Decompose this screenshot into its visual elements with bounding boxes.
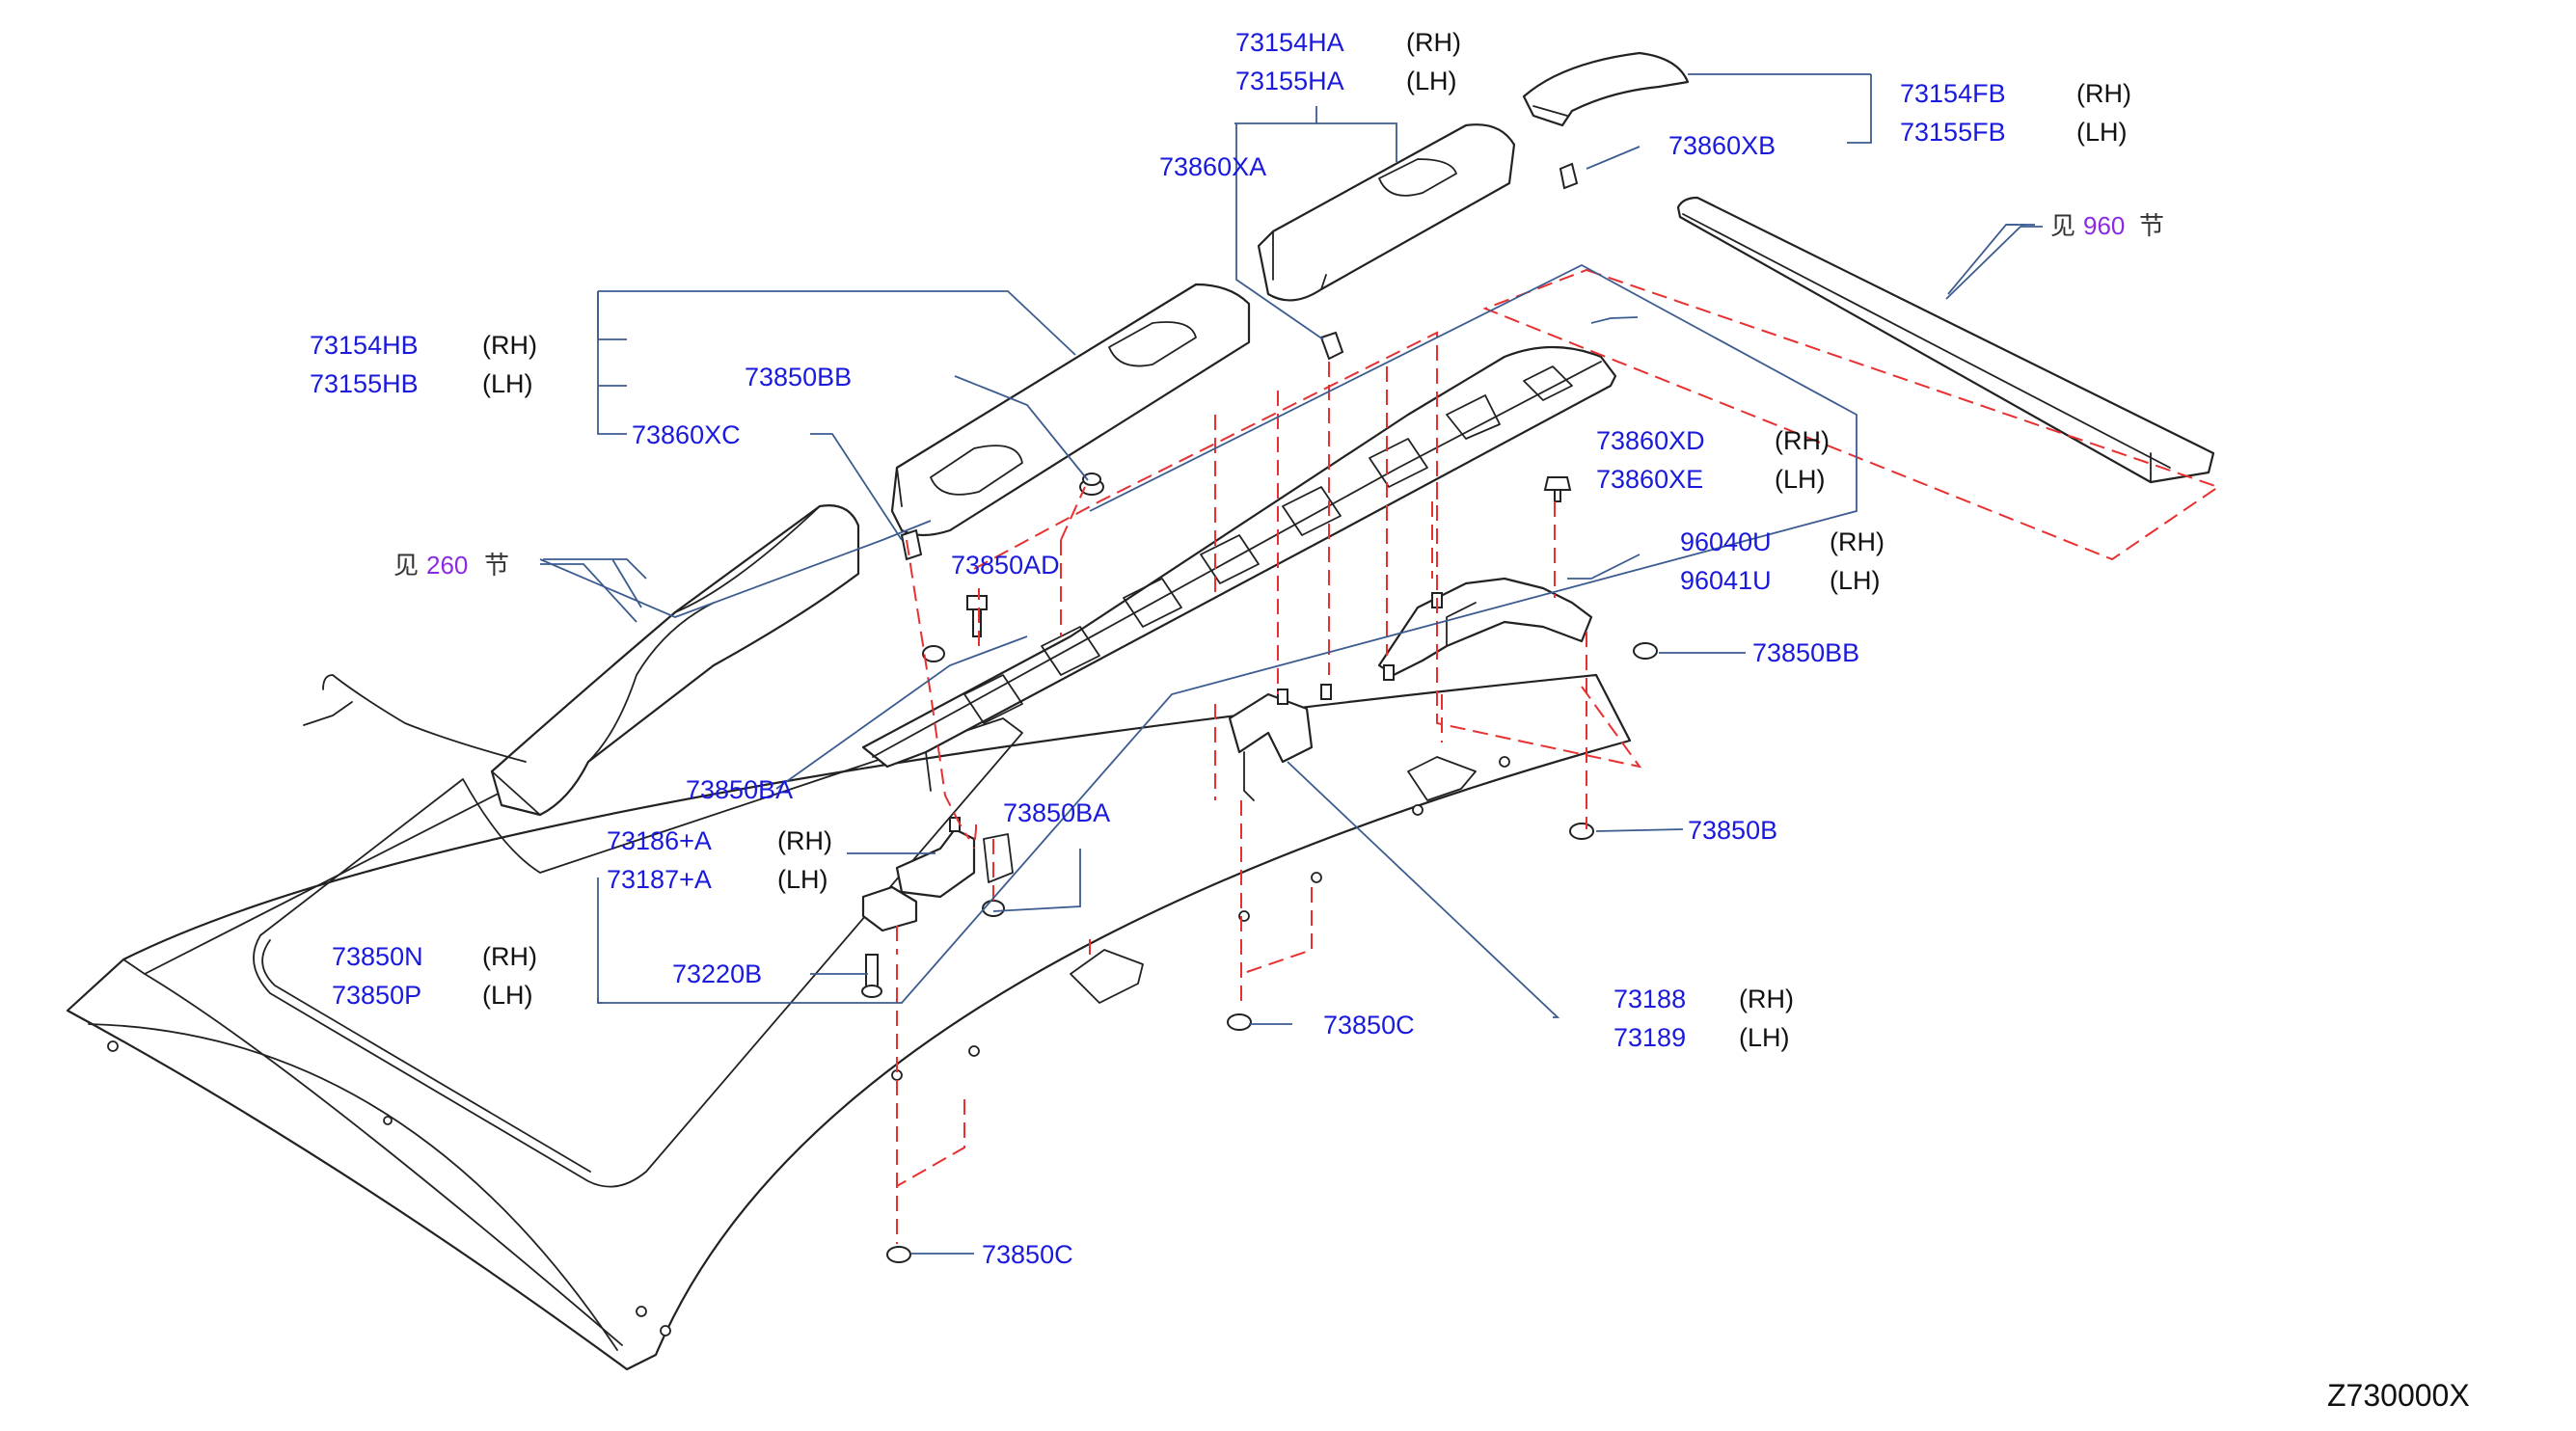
side-indicator: (LH) <box>1739 1023 1790 1052</box>
callout-73850n[interactable]: 73850N (RH) <box>332 942 537 971</box>
callout-73220b[interactable]: 73220B <box>672 959 762 988</box>
side-indicator: (LH) <box>777 865 828 894</box>
callout-73186a[interactable]: 73186+A (RH) <box>607 826 832 855</box>
part-number[interactable]: 73154FB <box>1900 79 2006 108</box>
see-260-leader <box>540 563 637 623</box>
section-number[interactable]: 960 <box>2083 211 2125 240</box>
part-number[interactable]: 73189 <box>1613 1023 1686 1052</box>
part-number[interactable]: 73186+A <box>607 826 712 855</box>
part-number[interactable]: 73850BA <box>1003 798 1110 827</box>
callout-73850bb-right[interactable]: 73850BB <box>1752 638 1859 667</box>
side-indicator: (RH) <box>1775 426 1830 455</box>
part-number[interactable]: 73850P <box>332 981 421 1010</box>
roof-rail-base <box>861 345 1617 792</box>
callout-73860xc[interactable]: 73860XC <box>632 420 741 449</box>
roof-panel <box>66 673 1632 1371</box>
side-indicator: (RH) <box>777 826 832 855</box>
part-number[interactable]: 73860XE <box>1596 465 1703 494</box>
callout-73155fb[interactable]: 73155FB (LH) <box>1900 118 2128 147</box>
callout-73860xa[interactable]: 73860XA <box>1159 152 1266 181</box>
bracket-96040u <box>1377 577 1593 681</box>
see-prefix: 见 <box>2050 212 2075 241</box>
callout-73189[interactable]: 73189 (LH) <box>1613 1023 1790 1052</box>
part-number[interactable]: 73220B <box>672 959 762 988</box>
side-indicator: (LH) <box>482 369 533 398</box>
cover-73154hb <box>890 283 1251 537</box>
bracket-73186 <box>895 817 1014 899</box>
callout-73188[interactable]: 73188 (RH) <box>1613 985 1794 1013</box>
side-indicator: (LH) <box>482 981 533 1010</box>
part-number[interactable]: 73188 <box>1613 985 1686 1013</box>
bracket-73220b <box>861 885 918 932</box>
see-section-260[interactable]: 见 260 节 <box>393 551 509 580</box>
part-number[interactable]: 73850BB <box>745 363 852 392</box>
cover-73154ha <box>1257 123 1516 302</box>
part-number[interactable]: 73850C <box>1323 1011 1415 1040</box>
see-suffix: 节 <box>2139 212 2164 241</box>
end-cap-73154fb <box>1522 51 1690 127</box>
callout-96040u[interactable]: 96040U (RH) <box>1680 527 1885 556</box>
side-indicator: (RH) <box>482 331 537 360</box>
part-number[interactable]: 73850N <box>332 942 423 971</box>
part-number[interactable]: 73155HB <box>310 369 419 398</box>
part-number[interactable]: 96041U <box>1680 566 1772 595</box>
see-section-960[interactable]: 见 960 节 <box>2050 211 2164 241</box>
callout-73850ad[interactable]: 73850AD <box>951 551 1060 580</box>
callout-73850p[interactable]: 73850P (LH) <box>332 981 533 1010</box>
callout-96041u[interactable]: 96041U (LH) <box>1680 566 1881 595</box>
callout-73860xd[interactable]: 73860XD (RH) <box>1596 426 1830 455</box>
side-indicator: (RH) <box>1830 527 1885 556</box>
part-number[interactable]: 73155HA <box>1235 67 1344 95</box>
leader-lines <box>539 73 2035 1255</box>
part-number[interactable]: 96040U <box>1680 527 1772 556</box>
roof-molding <box>1676 196 2215 484</box>
callout-73860xb[interactable]: 73860XB <box>1668 131 1776 160</box>
see-prefix: 见 <box>393 552 419 580</box>
callout-73850bb-top[interactable]: 73850BB <box>745 363 852 392</box>
callout-73850c-bottom[interactable]: 73850C <box>982 1240 1073 1269</box>
callout-73154ha[interactable]: 73154HA (RH) <box>1235 28 1461 57</box>
callout-73860xe[interactable]: 73860XE (LH) <box>1596 465 1826 494</box>
part-number[interactable]: 73860XD <box>1596 426 1705 455</box>
callout-73155hb[interactable]: 73155HB (LH) <box>310 369 533 398</box>
part-number[interactable]: 73860XC <box>632 420 741 449</box>
part-number[interactable]: 73850C <box>982 1240 1073 1269</box>
callout-73187a[interactable]: 73187+A (LH) <box>607 865 828 894</box>
callout-73155ha[interactable]: 73155HA (LH) <box>1235 67 1457 95</box>
part-number[interactable]: 73860XA <box>1159 152 1266 181</box>
callout-73154hb[interactable]: 73154HB (RH) <box>310 331 537 360</box>
bracket-73188 <box>1228 684 1332 801</box>
side-indicator: (RH) <box>1739 985 1794 1013</box>
part-number[interactable]: 73155FB <box>1900 118 2006 147</box>
callout-73850b[interactable]: 73850B <box>1688 816 1777 845</box>
part-number[interactable]: 73154HA <box>1235 28 1344 57</box>
side-indicator: (RH) <box>2076 79 2131 108</box>
side-indicator: (RH) <box>482 942 537 971</box>
left-roof-rail <box>303 504 860 817</box>
side-indicator: (RH) <box>1406 28 1461 57</box>
callout-73850ba-right[interactable]: 73850BA <box>1003 798 1110 827</box>
part-number[interactable]: 73860XB <box>1668 131 1776 160</box>
side-indicator: (LH) <box>2076 118 2128 147</box>
part-number[interactable]: 73850B <box>1688 816 1777 845</box>
section-number[interactable]: 260 <box>426 551 468 580</box>
diagram-code: Z730000X <box>2327 1378 2470 1413</box>
fasteners <box>861 162 1658 1263</box>
side-indicator: (LH) <box>1775 465 1826 494</box>
part-number[interactable]: 73187+A <box>607 865 712 894</box>
callout-73154fb[interactable]: 73154FB (RH) <box>1900 79 2131 108</box>
see-suffix: 节 <box>484 552 509 580</box>
part-number[interactable]: 73850AD <box>951 551 1060 580</box>
callout-73850ba-left[interactable]: 73850BA <box>686 775 793 804</box>
part-number[interactable]: 73850BA <box>686 775 793 804</box>
side-indicator: (LH) <box>1406 67 1457 95</box>
see-960-leader <box>1945 226 2043 300</box>
part-number[interactable]: 73850BB <box>1752 638 1859 667</box>
part-number[interactable]: 73154HB <box>310 331 419 360</box>
callout-73850c-mid[interactable]: 73850C <box>1323 1011 1415 1040</box>
side-indicator: (LH) <box>1830 566 1881 595</box>
